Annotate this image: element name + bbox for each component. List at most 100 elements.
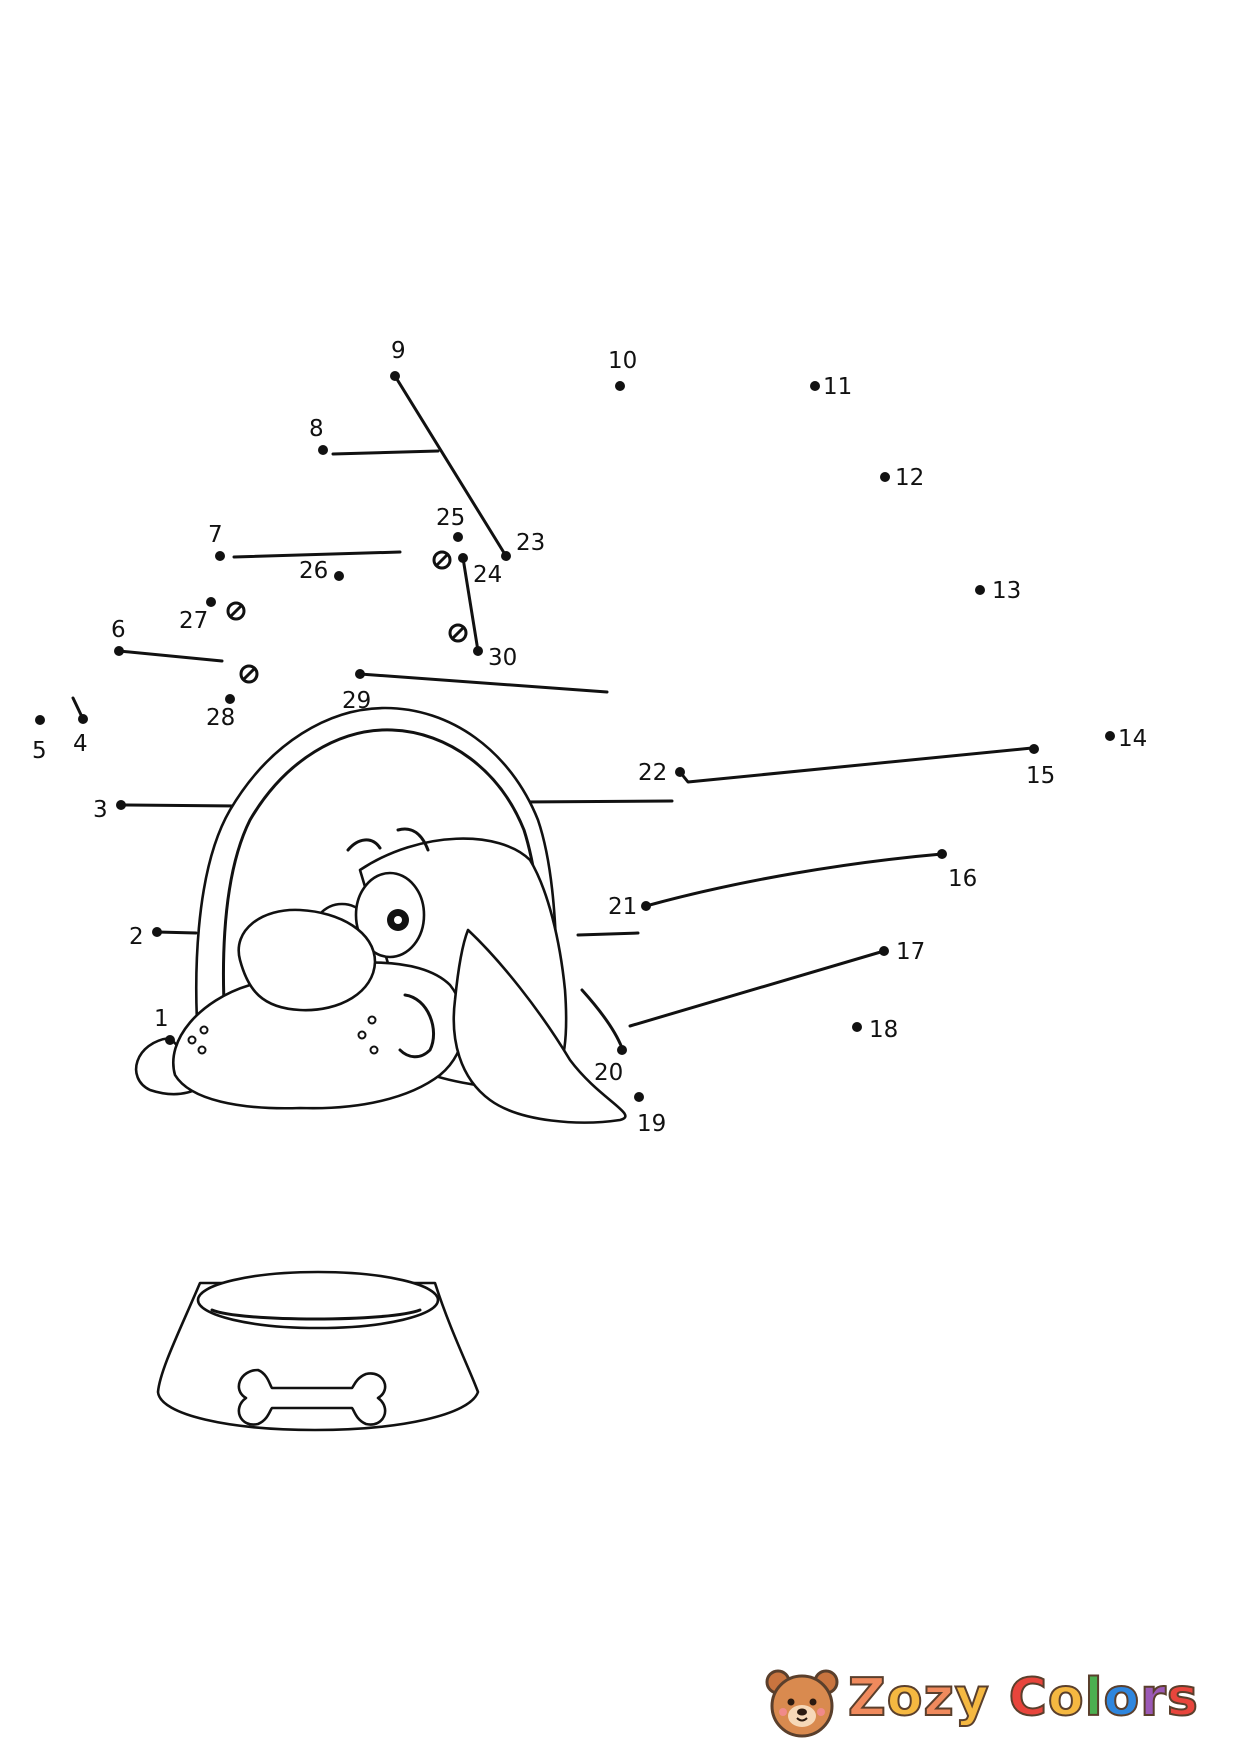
dot-10: 10: [608, 348, 637, 391]
dot-14: 14: [1105, 726, 1147, 752]
dot-label-7: 7: [208, 522, 223, 548]
line-7: [232, 550, 402, 559]
dot-21: 21: [608, 894, 651, 920]
line-3: [119, 803, 240, 808]
dot-label-3: 3: [93, 797, 108, 823]
dot-marker: [1105, 731, 1115, 741]
dot-label-15: 15: [1026, 763, 1055, 789]
dot-marker: [165, 1035, 175, 1045]
partial-lines: [71, 374, 1034, 1050]
dot-30: 30: [473, 645, 517, 671]
dot-label-28: 28: [206, 705, 235, 731]
brand-letter: Z: [847, 1667, 887, 1729]
brand-letter: [990, 1668, 1009, 1728]
dot-label-21: 21: [608, 894, 637, 920]
dog-smile: [398, 993, 436, 1059]
dot-marker: [675, 767, 685, 777]
dot-9: 9: [390, 338, 406, 381]
dot-label-11: 11: [823, 374, 852, 400]
slash-circle-icon: [448, 623, 468, 643]
dot-label-20: 20: [594, 1060, 623, 1086]
dot-26: 26: [299, 558, 344, 584]
dot-25: 25: [436, 505, 465, 542]
dot-label-4: 4: [73, 731, 88, 757]
line-9-23: [393, 374, 508, 558]
line-24-30: [461, 556, 480, 653]
dot-marker: [615, 381, 625, 391]
dot-marker: [458, 553, 468, 563]
dot-marker: [501, 551, 511, 561]
dot-marker: [225, 694, 235, 704]
dot-16: 16: [937, 849, 977, 892]
dog-bowl: [156, 1270, 480, 1432]
dot-marker: [1029, 744, 1039, 754]
dot-label-6: 6: [111, 617, 126, 643]
dot-6: 6: [111, 617, 126, 656]
brand-letter: o: [1047, 1667, 1085, 1729]
dot-29: 29: [342, 669, 371, 714]
dot-marker: [473, 646, 483, 656]
line-2-right: [576, 931, 640, 937]
dot-label-5: 5: [32, 738, 47, 764]
dot-marker: [152, 927, 162, 937]
dot-marker: [453, 532, 463, 542]
dot-marker: [114, 646, 124, 656]
brand-name: Zozy Colors: [847, 1667, 1199, 1729]
line-8: [331, 449, 440, 456]
dot-label-25: 25: [436, 505, 465, 531]
dot-label-8: 8: [309, 416, 324, 442]
dot-8: 8: [309, 416, 328, 455]
slash-circle-icon: [432, 550, 452, 570]
brand-letter: r: [1139, 1667, 1167, 1729]
dot-3: 3: [93, 797, 126, 823]
line-6: [117, 649, 224, 663]
dot-label-24: 24: [473, 562, 502, 588]
dot-marker: [810, 381, 820, 391]
line-22-15: [678, 746, 1034, 784]
bear-face-icon: [765, 1669, 839, 1738]
dot-label-16: 16: [948, 866, 977, 892]
brand-letter: o: [886, 1667, 924, 1729]
line-20: [580, 988, 624, 1050]
dot-12: 12: [880, 465, 924, 491]
dot-19: 19: [634, 1092, 666, 1137]
dot-label-19: 19: [637, 1111, 666, 1137]
dot-17: 17: [879, 939, 925, 965]
bowl-rim: [196, 1270, 440, 1330]
dog-head: [134, 827, 627, 1124]
dot-label-13: 13: [992, 578, 1021, 604]
dog-brow-right: [396, 827, 430, 852]
line-29: [358, 672, 609, 694]
dot-label-12: 12: [895, 465, 924, 491]
line-17: [628, 949, 886, 1028]
dot-label-18: 18: [869, 1017, 898, 1043]
line-21-16: [644, 852, 944, 908]
dot-marker: [355, 669, 365, 679]
dot-label-9: 9: [391, 338, 406, 364]
dot-label-26: 26: [299, 558, 328, 584]
brand-letter: l: [1084, 1667, 1104, 1729]
dot-marker: [116, 800, 126, 810]
dot-label-30: 30: [488, 645, 517, 671]
dot-marker: [879, 946, 889, 956]
dot-label-23: 23: [516, 530, 545, 556]
dot-label-14: 14: [1118, 726, 1147, 752]
slash-circle-icon: [226, 601, 246, 621]
dog-ear: [452, 928, 627, 1124]
dot-label-2: 2: [129, 924, 144, 950]
dog-nose: [237, 908, 377, 1012]
dot-marker: [35, 715, 45, 725]
dot-marker: [634, 1092, 644, 1102]
dot-marker: [215, 551, 225, 561]
dot-label-22: 22: [638, 760, 667, 786]
dog-brow-left: [346, 838, 382, 852]
dot-4: 4: [73, 714, 88, 757]
dot-27: 27: [179, 597, 216, 634]
dot-marker: [617, 1045, 627, 1055]
dot-label-10: 10: [608, 348, 637, 374]
bowl-inner-rim: [210, 1308, 422, 1321]
dot-11: 11: [810, 374, 852, 400]
brand-letter: z: [922, 1667, 955, 1729]
dot-marker: [852, 1022, 862, 1032]
